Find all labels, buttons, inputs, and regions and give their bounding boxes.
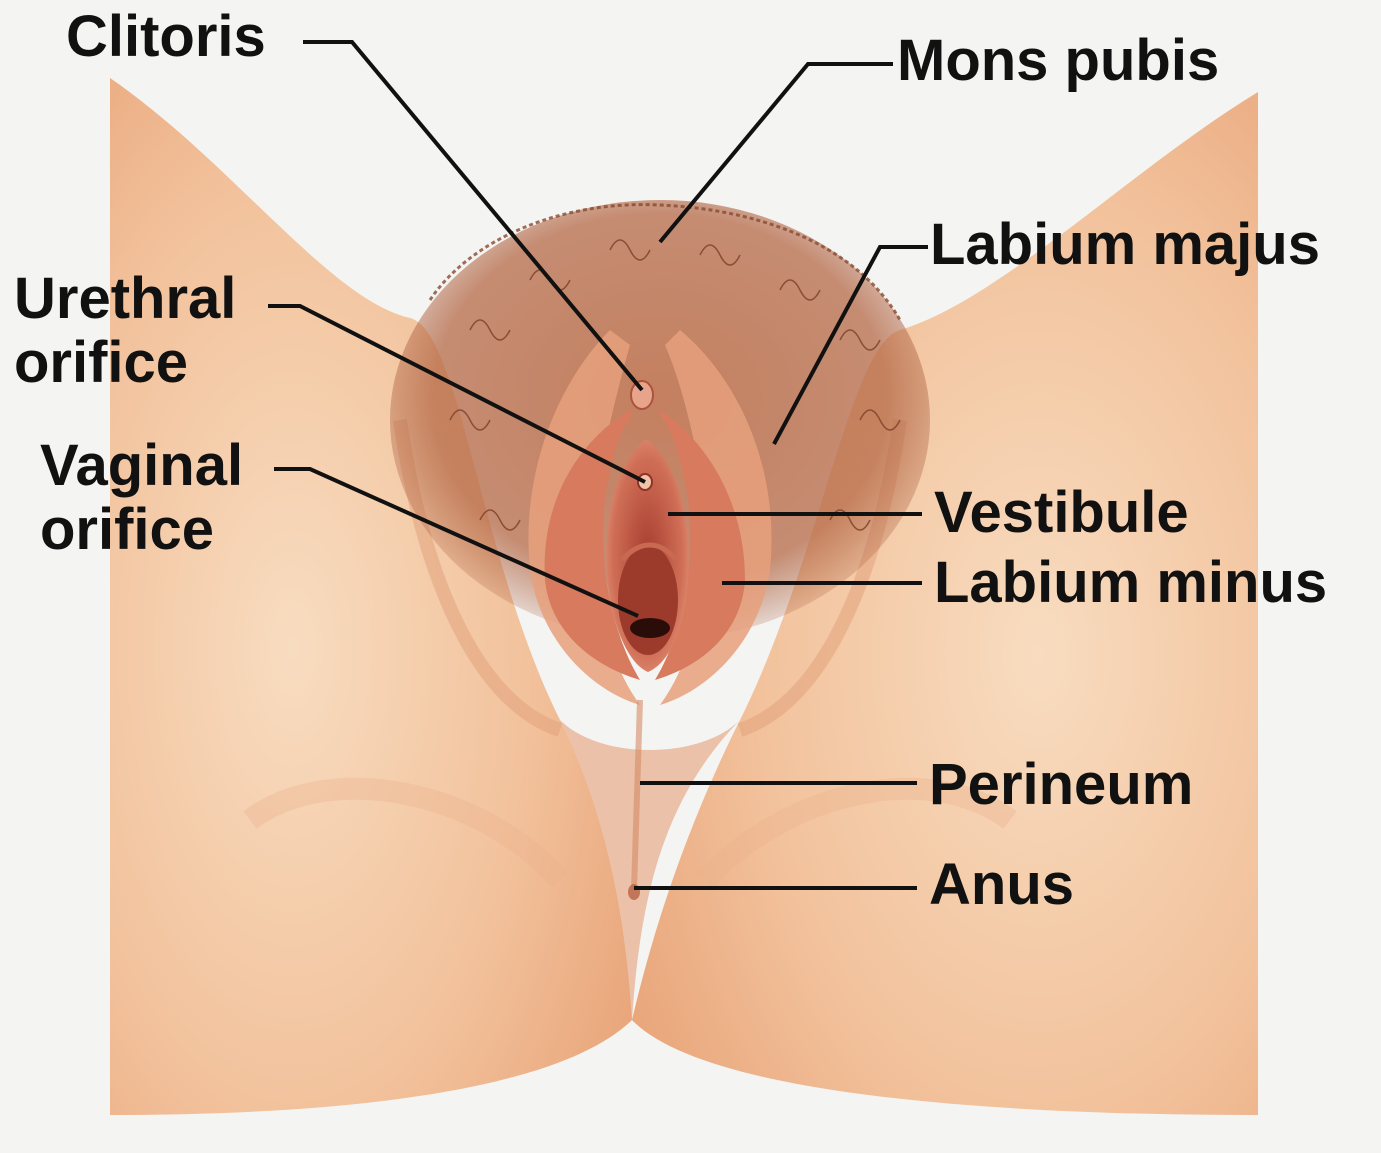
label-vestibule: Vestibule (934, 484, 1189, 542)
label-vaginal-orifice-line1: Vaginal (40, 437, 243, 495)
label-clitoris: Clitoris (66, 8, 266, 66)
label-urethral-orifice: Urethral orifice (14, 270, 236, 392)
label-urethral-orifice-line1: Urethral (14, 270, 236, 328)
vaginal-opening-depth (630, 618, 670, 638)
label-urethral-orifice-line2: orifice (14, 334, 236, 392)
label-labium-minus: Labium minus (934, 554, 1327, 612)
label-anus: Anus (929, 856, 1074, 914)
vaginal-opening (618, 545, 678, 655)
label-vaginal-orifice: Vaginal orifice (40, 437, 243, 559)
label-perineum: Perineum (929, 756, 1193, 814)
label-mons-pubis: Mons pubis (897, 32, 1219, 90)
label-labium-majus: Labium majus (930, 216, 1320, 274)
clitoris-glans (631, 381, 653, 409)
label-vaginal-orifice-line2: orifice (40, 501, 243, 559)
